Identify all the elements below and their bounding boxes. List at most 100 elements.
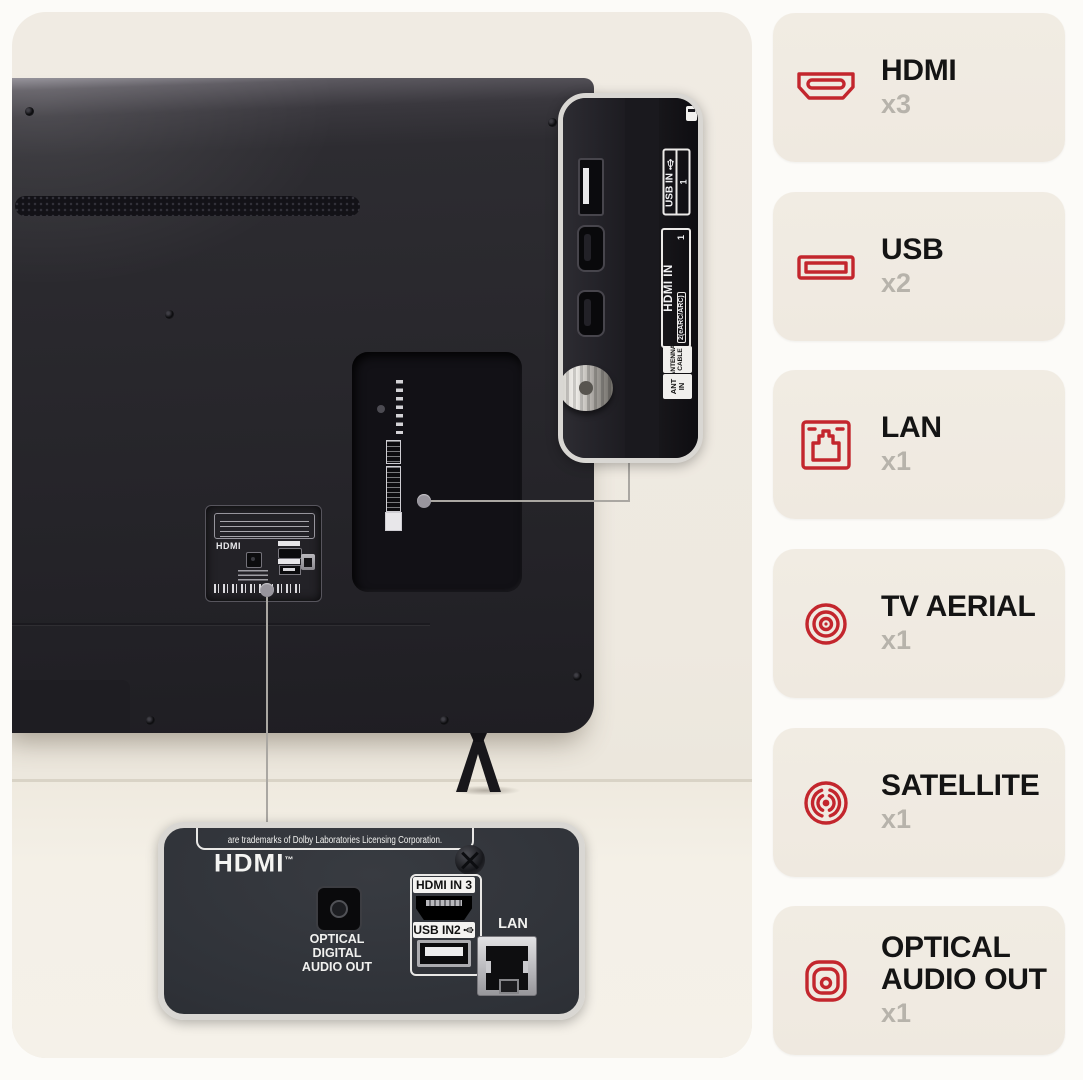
wall-mount-icon	[686, 106, 697, 121]
hdmi-logo-text: HDMI	[214, 848, 285, 878]
screw-hole	[573, 672, 582, 681]
hdmi-in-label: HDMI IN 2(eARC/ARC) 1	[661, 228, 691, 348]
hdmi-port-icon	[793, 55, 859, 121]
usb-in-text: USB IN	[664, 173, 676, 207]
port-card-title: USB	[881, 232, 944, 266]
ant-label-small	[385, 512, 402, 531]
hdmi-in-3-label: HDMI IN 3	[413, 877, 475, 893]
ant-in-label: ANT IN	[663, 374, 692, 399]
hdmi-logo: HDMI™	[214, 849, 294, 878]
port-card-count: x1	[881, 625, 912, 656]
hdmi-tm-mark: ™	[284, 854, 295, 865]
usb-in-label: USB IN 1	[662, 148, 691, 216]
antenna-text-line2: CABLE	[676, 348, 684, 371]
port-card-hdmi: HDMI x3	[773, 13, 1065, 162]
optical-caption-small	[238, 570, 268, 582]
usb-trident-icon	[463, 927, 474, 933]
screw-hole	[548, 118, 557, 127]
lan-port	[477, 936, 537, 996]
lan-caption: LAN	[498, 916, 528, 932]
usb-in-2-label: USB IN2	[413, 922, 475, 938]
usb-label-small	[386, 440, 401, 464]
port-card-lan: LAN x1	[773, 370, 1065, 519]
usb-in-2-text: USB IN2	[413, 923, 461, 937]
tv-back-panel: HDMI	[12, 78, 594, 733]
dolby-trademark-text: are trademarks of Dolby Laboratories Lic…	[227, 835, 443, 846]
port-bay-vent-dots	[396, 380, 403, 434]
ethernet-port-icon	[793, 412, 859, 478]
lan-port-small	[301, 554, 315, 570]
callout-dot-side	[417, 494, 431, 508]
callout-dot-bottom	[260, 583, 274, 597]
port-card-count: x2	[881, 268, 912, 299]
optical-audio-icon	[793, 948, 859, 1014]
panel-seam	[12, 623, 430, 625]
screw-hole	[165, 310, 174, 319]
satellite-icon	[793, 770, 859, 836]
port-card-usb: USB x2	[773, 192, 1065, 341]
hdmi-label-small	[386, 466, 401, 512]
optical-caption-line2: DIGITAL	[312, 946, 362, 960]
port-card-count: x1	[881, 804, 912, 835]
optical-audio-caption: OPTICAL DIGITAL AUDIO OUT	[292, 932, 382, 974]
callout-line-horizontal	[431, 500, 630, 502]
port-card-count: x1	[881, 446, 912, 477]
lan-port-contact	[523, 961, 528, 973]
hdmi-port-small	[278, 548, 302, 559]
port-card-satellite: SATELLITE x1	[773, 728, 1065, 877]
usb-in-label-small	[278, 559, 300, 564]
hdmi-port-1	[577, 225, 605, 272]
port-card-tv-aerial: TV AERIAL x1	[773, 549, 1065, 698]
screw-hole	[25, 107, 34, 116]
hdmi-in-3-text: HDMI IN 3	[415, 878, 472, 892]
bottom-ports-inset: are trademarks of Dolby Laboratories Lic…	[158, 822, 585, 1020]
port-card-title: HDMI	[881, 53, 957, 87]
optical-caption-line3: AUDIO OUT	[301, 960, 373, 974]
panel-screw	[455, 845, 485, 875]
usb-trident-icon	[666, 158, 674, 170]
usb-port-number: 1	[678, 179, 688, 185]
hdmi-usb-group-outline	[410, 874, 482, 976]
hdmi-port-2	[577, 290, 605, 337]
hdmi-in-3-port	[416, 896, 472, 920]
side-port-bay	[352, 352, 522, 592]
hdmi-in-text: HDMI IN	[663, 264, 675, 312]
hdmi-port-number: 1	[676, 235, 686, 241]
hdmi-earc-text: 2(eARC/ARC)	[676, 292, 686, 343]
antenna-cable-label: ANTENNA/ CABLE	[663, 343, 692, 376]
dolby-trademark-box: are trademarks of Dolby Laboratories Lic…	[196, 828, 474, 850]
lan-port-latch	[499, 979, 519, 994]
optical-caption-line1: OPTICAL	[309, 932, 365, 946]
screw-hole	[146, 716, 155, 725]
hdmi-in-label-small	[278, 541, 300, 546]
usb-in-2-port	[417, 940, 471, 967]
side-ports-inset: USB IN 1 HDMI IN 2(e	[558, 93, 703, 463]
port-card-count: x1	[881, 998, 912, 1029]
port-card-optical-audio: OPTICAL AUDIO OUT x1	[773, 906, 1065, 1055]
optical-audio-port	[316, 886, 362, 932]
vent-slot	[15, 196, 360, 216]
tv-rear-photo: HDMI	[12, 12, 752, 1058]
tv-stand-leg	[450, 733, 507, 792]
port-card-count: x3	[881, 89, 912, 120]
port-card-title: SATELLITE	[881, 768, 1040, 802]
callout-line-bottom	[266, 597, 268, 822]
screw-hole	[440, 716, 449, 725]
barcode	[214, 584, 302, 593]
port-card-title: LAN	[881, 410, 942, 444]
aerial-icon	[793, 591, 859, 657]
wall-floor-junction	[12, 779, 752, 782]
port-card-title: TV AERIAL	[881, 589, 1036, 623]
panel-edge	[625, 98, 661, 458]
usb-port	[578, 158, 604, 216]
optical-port-small	[246, 552, 262, 568]
callout-line-vertical	[628, 463, 630, 502]
regulatory-text-block	[214, 513, 315, 539]
port-bay-screw	[377, 405, 385, 413]
port-card-title: OPTICAL AUDIO OUT	[881, 930, 1047, 996]
antenna-connector	[563, 365, 613, 411]
hdmi-logo-small: HDMI	[216, 541, 241, 551]
ant-text-line2: IN	[676, 382, 686, 391]
usb-port-icon	[793, 234, 859, 300]
